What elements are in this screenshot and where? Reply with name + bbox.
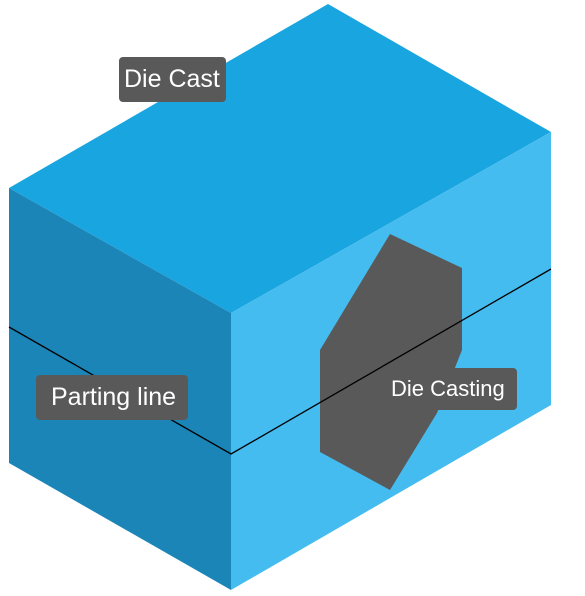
parting-line-label: Parting line bbox=[36, 375, 189, 420]
die-cast-label: Die Cast bbox=[119, 57, 226, 102]
parting-line bbox=[8, 268, 552, 455]
die-casting-label: Die Casting bbox=[379, 368, 517, 410]
die-block-top-face bbox=[9, 4, 551, 313]
